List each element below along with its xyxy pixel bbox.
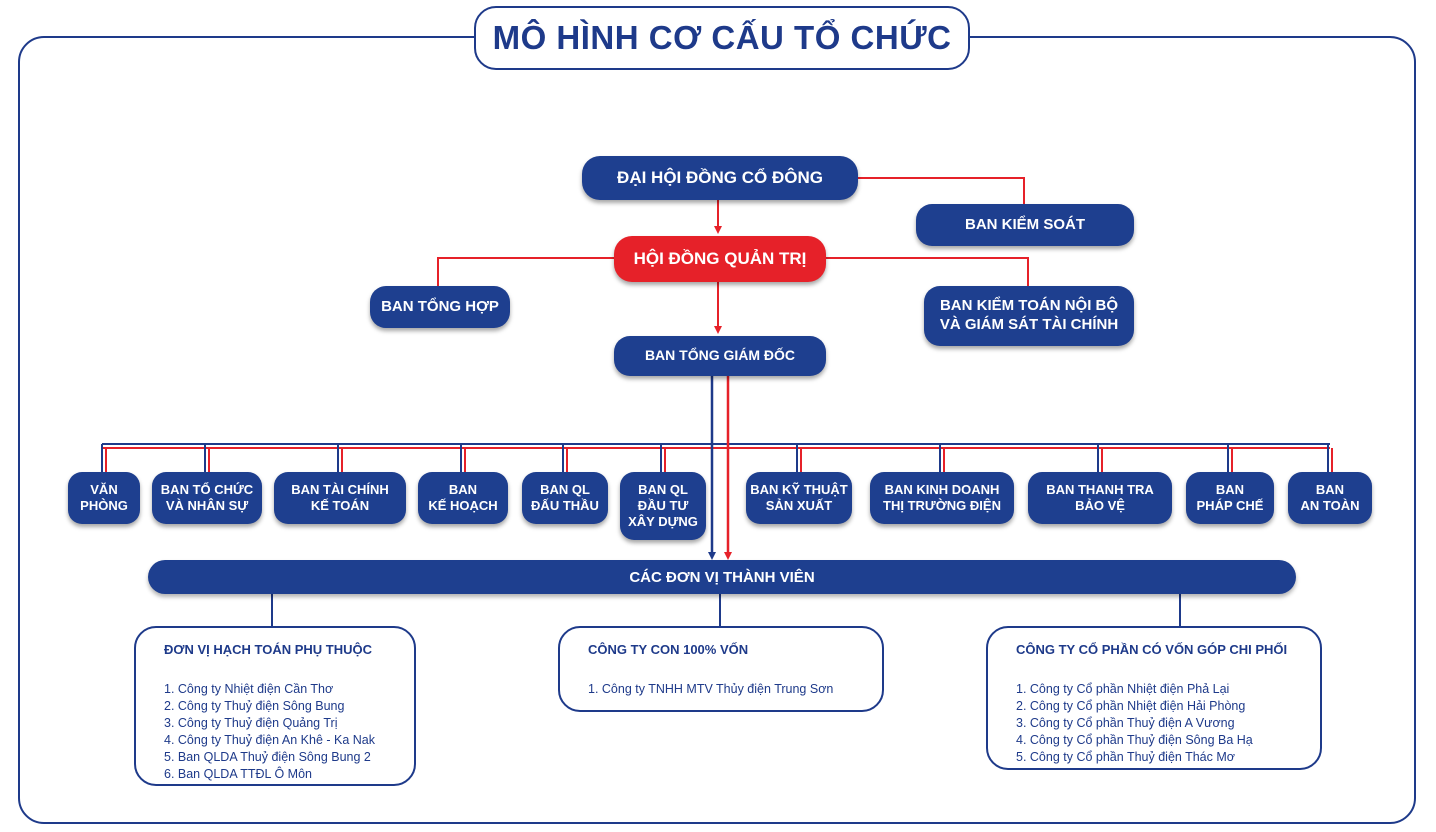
- group-title: CÔNG TY CON 100% VỐN: [588, 642, 749, 657]
- line-to-general-affairs: [437, 257, 614, 286]
- department-box: BAN TỔ CHỨC VÀ NHÂN SỰ: [152, 472, 262, 524]
- list-item: 3. Công ty Thuỷ điện Quảng Trị: [164, 716, 338, 730]
- list-item: 6. Ban QLDA TTĐL Ô Môn: [164, 767, 312, 781]
- list-item: 5. Công ty Cổ phần Thuỷ điện Thác Mơ: [1016, 750, 1235, 764]
- department-box: VĂN PHÒNG: [68, 472, 140, 524]
- department-box: BAN TÀI CHÍNH KẾ TOÁN: [274, 472, 406, 524]
- list-item: 4. Công ty Thuỷ điện An Khê - Ka Nak: [164, 733, 376, 747]
- list-item: 4. Công ty Cổ phần Thuỷ điện Sông Ba Hạ: [1016, 733, 1253, 747]
- list-item: 1. Công ty Nhiệt điện Cần Thơ: [164, 682, 334, 696]
- list-item: 3. Công ty Cổ phần Thuỷ điện A Vương: [1016, 716, 1235, 730]
- department-box: BAN KẾ HOẠCH: [418, 472, 508, 524]
- department-box: BAN QL ĐẦU TƯ XÂY DỰNG: [620, 472, 706, 540]
- department-box: BAN KỸ THUẬT SẢN XUẤT: [746, 472, 852, 524]
- list-item: 1. Công ty TNHH MTV Thủy điện Trung Sơn: [588, 682, 834, 696]
- list-item: 1. Công ty Cổ phần Nhiệt điện Phả Lại: [1016, 682, 1230, 696]
- group-controlled-companies: CÔNG TY CỔ PHẦN CÓ VỐN GÓP CHI PHỐI 1. C…: [986, 626, 1322, 770]
- group-title: CÔNG TY CỔ PHẦN CÓ VỐN GÓP CHI PHỐI: [1016, 642, 1288, 657]
- department-box: BAN AN TOÀN: [1288, 472, 1372, 524]
- list-item: 5. Ban QLDA Thuỷ điện Sông Bung 2: [164, 750, 371, 764]
- diagram-title-box: MÔ HÌNH CƠ CẤU TỔ CHỨC: [474, 6, 970, 70]
- department-box: BAN THANH TRA BẢO VỆ: [1028, 472, 1172, 524]
- node-shareholders: ĐẠI HỘI ĐỒNG CỔ ĐÔNG: [582, 156, 858, 200]
- group-subsidiaries: CÔNG TY CON 100% VỐN 1. Công ty TNHH MTV…: [558, 626, 884, 712]
- department-box: BAN PHÁP CHẾ: [1186, 472, 1274, 524]
- node-board: HỘI ĐỒNG QUẢN TRỊ: [614, 236, 826, 282]
- group-title: ĐƠN VỊ HẠCH TOÁN PHỤ THUỘC: [164, 642, 373, 657]
- line-to-supervisory: [858, 177, 1025, 204]
- group-dependent-units: ĐƠN VỊ HẠCH TOÁN PHỤ THUỘC 1. Công ty Nh…: [134, 626, 416, 786]
- list-item: 2. Công ty Thuỷ điện Sông Bung: [164, 699, 345, 713]
- node-internal-audit: BAN KIỂM TOÁN NỘI BỘ VÀ GIÁM SÁT TÀI CHÍ…: [924, 286, 1134, 346]
- node-general-affairs: BAN TỔNG HỢP: [370, 286, 510, 328]
- list-item: 2. Công ty Cổ phần Nhiệt điện Hải Phòng: [1016, 699, 1246, 713]
- line-to-internal-audit: [826, 257, 1029, 286]
- node-ceo-board: BAN TỔNG GIÁM ĐỐC: [614, 336, 826, 376]
- diagram-title: MÔ HÌNH CƠ CẤU TỔ CHỨC: [492, 19, 952, 56]
- department-box: BAN QL ĐẤU THẦU: [522, 472, 608, 524]
- node-supervisory: BAN KIỂM SOÁT: [916, 204, 1134, 246]
- department-box: BAN KINH DOANH THỊ TRƯỜNG ĐIỆN: [870, 472, 1014, 524]
- members-bar: CÁC ĐƠN VỊ THÀNH VIÊN: [148, 560, 1296, 594]
